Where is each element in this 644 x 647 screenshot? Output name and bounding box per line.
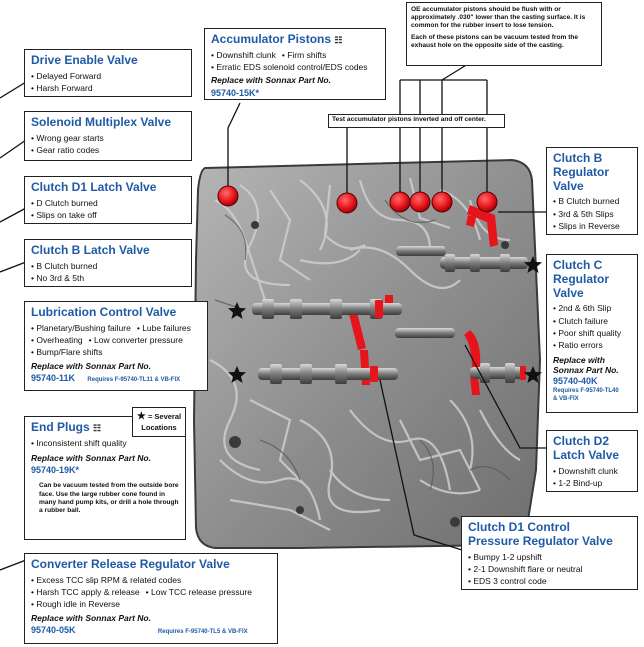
- replace-text: Replace with Sonnax Part No.: [211, 75, 331, 86]
- star-icon: [524, 256, 542, 273]
- accumulator-pistons-callout: Accumulator Pistons ☷ Downshift clunkFir…: [204, 28, 386, 100]
- star-icon: ★: [136, 411, 146, 422]
- clutch-d1-latch-callout: Clutch D1 Latch Valve D Clutch burned Sl…: [24, 176, 192, 224]
- part-number: 95740-19K*: [31, 465, 80, 476]
- vacuum-icon: ☷: [334, 35, 343, 45]
- accumulator-piston: [431, 191, 453, 213]
- clutch-b-latch-callout: Clutch B Latch Valve B Clutch burned No …: [24, 239, 192, 287]
- test-accumulator-note: Test accumulator pistons inverted and of…: [328, 114, 505, 128]
- lubrication-spool: [252, 303, 402, 315]
- oe-accumulator-note: OE accumulator pistons should be flush w…: [406, 2, 602, 66]
- accumulator-piston: [476, 191, 498, 213]
- symptom-item: Erratic EDS solenoid control/EDS codes: [211, 61, 379, 73]
- solenoid-multiplex-callout: Solenoid Multiplex Valve Wrong gear star…: [24, 111, 192, 161]
- requires-text: Requires F-95740-TL5 & VB-FIX: [157, 629, 248, 636]
- accumulator-piston: [389, 191, 411, 213]
- converter-spool: [258, 368, 398, 380]
- part-number: 95740-40K: [553, 376, 598, 387]
- part-number: 95740-05K: [31, 625, 76, 636]
- part-number: 95740-15K*: [211, 87, 260, 98]
- accumulator-piston: [409, 191, 431, 213]
- lubrication-control-callout: Lubrication Control Valve Planetary/Bush…: [24, 301, 208, 391]
- converter-release-callout: Converter Release Regulator Valve Excess…: [24, 553, 278, 644]
- legend-callout: ★ = Several Locations: [132, 407, 186, 437]
- part-number: 95740-11K: [31, 373, 76, 384]
- star-icon: [524, 366, 542, 383]
- requires-text: Requires F-95740-TL11 & VB-FIX: [87, 377, 181, 384]
- accumulator-piston: [336, 192, 358, 214]
- upper-spool: [396, 246, 446, 256]
- accumulator-piston: [217, 185, 239, 207]
- accumulator-pistons: [217, 185, 498, 214]
- drive-enable-callout: Drive Enable Valve Delayed Forward Harsh…: [24, 49, 192, 97]
- star-icon: [228, 302, 246, 319]
- symptom-row: Downshift clunkFirm shifts: [211, 49, 379, 61]
- requires-text: Requires F-95740-TL40& VB-FIX: [553, 388, 619, 402]
- valve-spools: [252, 246, 528, 384]
- legend-text: = Several Locations: [141, 412, 182, 432]
- star-markers: [228, 256, 542, 383]
- end-plugs-note: Can be vacuum tested from the outside bo…: [39, 482, 179, 515]
- vacuum-icon: ☷: [93, 423, 102, 433]
- star-icon: [228, 366, 246, 383]
- callout-title: Accumulator Pistons ☷: [211, 32, 343, 46]
